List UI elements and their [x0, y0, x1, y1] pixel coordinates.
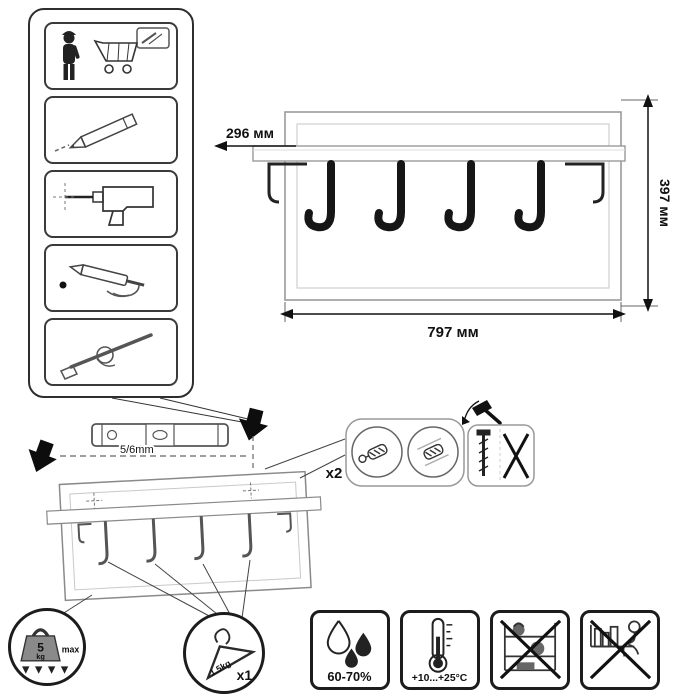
mount-point-arrow-icon: [238, 407, 269, 441]
dimension-width: 797 мм: [280, 302, 626, 341]
dimension-height: 397 мм: [621, 94, 673, 312]
down-arrows-icon: [22, 666, 69, 674]
max-load-badge: 5 kg max: [8, 608, 86, 686]
prohibition-cross-icon: [589, 619, 652, 680]
rack-back-panel: [284, 111, 622, 301]
pencil-icon: [54, 113, 138, 152]
dim-width-label: 797 мм: [427, 324, 478, 341]
max-load-value: 5: [37, 641, 44, 655]
hanger-load-badge: 1.5kg x1: [183, 612, 265, 694]
spirit-level-icon: [91, 423, 229, 447]
rack-install-view: [46, 470, 322, 602]
dim-depth-label: 296 мм: [226, 125, 274, 141]
step-drill-box: [44, 170, 178, 238]
prohibition-cross-icon: [499, 619, 562, 680]
tools-panel: [28, 8, 194, 398]
worker-cart-icon: [62, 27, 170, 80]
fastener-count-label: x2: [326, 465, 343, 482]
hook-icons: [304, 160, 545, 232]
product-drawing: 296 мм 397 мм 797 мм: [214, 94, 673, 341]
prohibition-cross-icon: [502, 433, 530, 479]
hand-fastener-icon: [59, 333, 153, 380]
hammer-icon: [462, 400, 502, 425]
step-mark-box: [44, 96, 178, 164]
dim-height-label: 397 мм: [657, 179, 673, 227]
side-hook-icons: [267, 162, 605, 204]
temperature-badge: +10...+25°C: [400, 610, 480, 690]
drill-size-label: 5/6mm: [120, 444, 154, 456]
water-drops-icon: [326, 620, 372, 668]
step-mount-box: [44, 318, 178, 386]
drill-icon: [53, 183, 154, 226]
temperature-label: +10...+25°C: [412, 673, 468, 684]
humidity-label: 60-70%: [327, 669, 372, 684]
no-hammer-warning: [462, 400, 535, 487]
max-load-unit: kg: [36, 652, 45, 661]
rack-shelf: [252, 145, 626, 162]
hanger-load-label: 1.5kg: [208, 658, 232, 678]
no-sitting-badge: [580, 610, 660, 690]
max-load-label: max: [62, 645, 80, 655]
dimension-depth: 296 мм: [214, 125, 296, 151]
step-insert-plug-box: [44, 244, 178, 312]
no-heavy-items-badge: [490, 610, 570, 690]
thermometer-icon: [428, 617, 453, 673]
hanger-icon: [205, 628, 257, 681]
wall-fixing-detail: [345, 418, 465, 487]
screw-icon: [476, 429, 491, 476]
installation-drawing: 5/6mm: [28, 397, 535, 619]
humidity-badge: 60-70%: [310, 610, 390, 690]
mount-point-arrow-icon: [28, 439, 57, 472]
weight-icon: 5 kg: [20, 628, 61, 662]
dowel-insert-icon: [59, 263, 145, 298]
hanger-count-label: x1: [237, 667, 253, 683]
step-prepare-box: [44, 22, 178, 90]
